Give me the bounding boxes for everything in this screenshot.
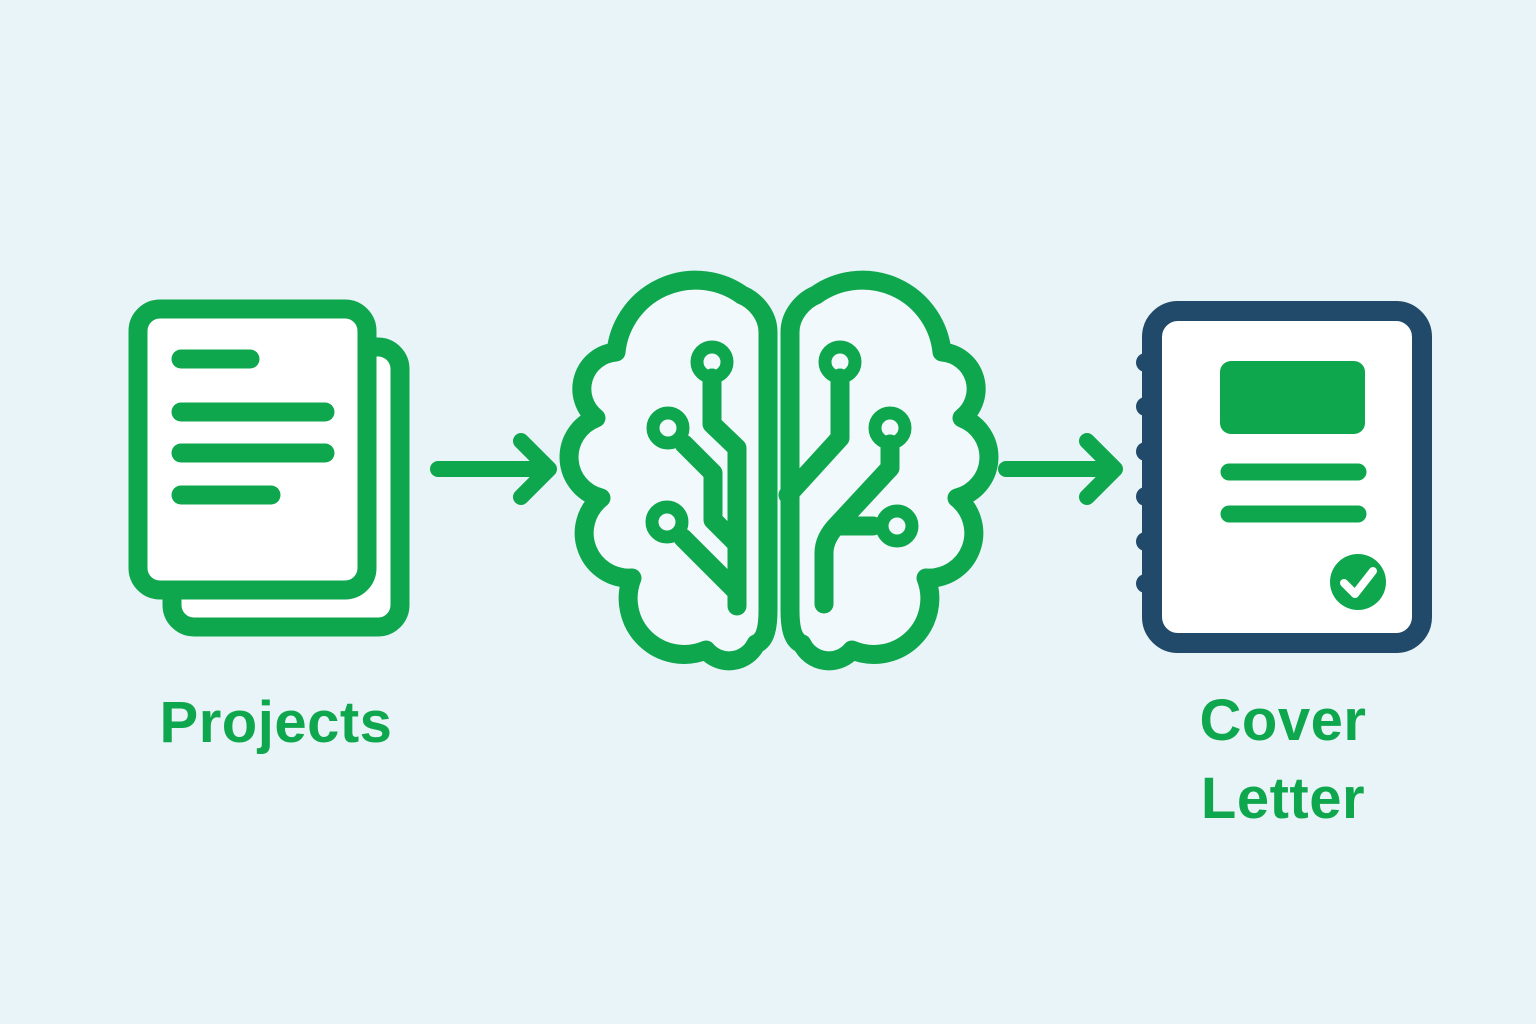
projects-label: Projects [159, 690, 393, 755]
documents-icon [128, 299, 410, 637]
notebook-header-block [1220, 361, 1365, 434]
brain-circuit-traces [673, 368, 900, 616]
document-text-lines [171, 349, 335, 505]
notebook-text-lines [1220, 463, 1367, 523]
arrow-right-icon [430, 433, 557, 505]
brain-circuit-nodes [645, 340, 919, 548]
cover-letter-notebook-icon [1136, 301, 1432, 653]
arrow-right-icon [998, 433, 1123, 505]
ai-circuit-brain-icon [559, 270, 999, 671]
cover-letter-label: Cover Letter [1199, 688, 1367, 831]
checkmark-icon [1330, 554, 1386, 610]
